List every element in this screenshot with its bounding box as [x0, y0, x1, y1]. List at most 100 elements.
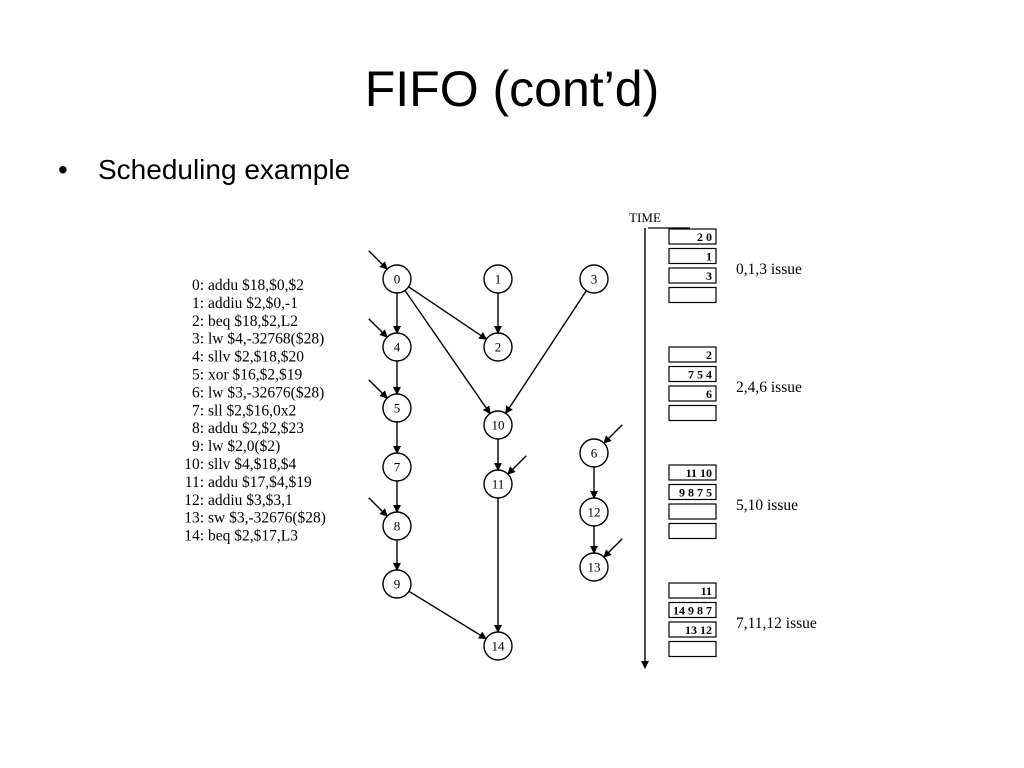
issue-group: 11 109 8 7 55,10 issue — [668, 464, 798, 540]
node-7: 7 — [382, 452, 412, 482]
edge-0-2 — [408, 286, 488, 340]
slot-text: 9 8 7 5 — [679, 486, 712, 500]
timeline: TIME 2 0 1 3 0,1,3 issue 2 7 5 4 6 2,4,6 issue 11… — [629, 210, 817, 669]
node-label: 14 — [492, 639, 506, 654]
slot-text: 13 12 — [685, 623, 712, 637]
issue-slot: 11 10 — [668, 464, 717, 481]
node-11: 11 — [483, 469, 513, 499]
edge-0-10 — [404, 290, 491, 415]
slot-text: 1 — [706, 250, 712, 264]
node-label: 9 — [394, 577, 401, 592]
instruction-line: 8: addu $2,$2,$23 — [192, 420, 304, 437]
issue-slot — [668, 522, 717, 540]
node-6: 6 — [579, 438, 609, 468]
issue-label: 2,4,6 issue — [736, 379, 802, 396]
node-label: 11 — [492, 477, 505, 492]
issue-slot: 2 — [668, 346, 717, 363]
instruction-line: 2: beq $18,$2,L2 — [192, 313, 298, 330]
bullet-dot-icon: • — [58, 154, 68, 185]
issue-slot: 3 — [668, 267, 717, 284]
instruction-number: 6: — [192, 384, 204, 401]
slot-text: 11 10 — [686, 466, 712, 480]
instruction-number: 12: — [184, 492, 204, 509]
bullet-text: Scheduling example — [98, 154, 351, 185]
issue-group: 2 0 1 3 0,1,3 issue — [668, 228, 802, 304]
incoming-arrow-4 — [368, 318, 388, 338]
bullet-item: • Scheduling example — [58, 154, 350, 186]
instruction-line: 5: xor $16,$2,$19 — [192, 367, 303, 384]
instruction-text: sw $3,-32676($28) — [208, 510, 326, 527]
instruction-number: 7: — [192, 402, 204, 419]
slot-text: 2 — [706, 348, 712, 362]
instruction-number: 1: — [192, 295, 204, 312]
instruction-number: 11: — [185, 474, 204, 491]
instruction-text: beq $2,$17,L3 — [208, 528, 298, 545]
slot-text: 3 — [706, 269, 712, 283]
node-label: 1 — [495, 272, 502, 287]
issue-slot: 7 5 4 — [668, 365, 717, 383]
node-12: 12 — [579, 497, 609, 527]
instruction-number: 4: — [192, 349, 204, 366]
instruction-line: 9: lw $2,0($2) — [192, 438, 280, 455]
node-label: 12 — [588, 505, 601, 520]
incoming-arrow-13 — [603, 538, 623, 558]
node-4: 4 — [382, 332, 412, 362]
node-8: 8 — [382, 511, 412, 541]
instruction-number: 14: — [184, 528, 204, 545]
instruction-number: 5: — [192, 367, 204, 384]
incoming-arrow-0 — [368, 250, 388, 270]
instruction-text: xor $16,$2,$19 — [208, 367, 303, 384]
slot-text: 6 — [706, 387, 712, 401]
slot-text: 2 0 — [697, 230, 712, 244]
instruction-text: lw $4,-32768($28) — [208, 331, 324, 348]
incoming-arrow-6 — [603, 424, 623, 444]
issue-slot — [668, 503, 717, 520]
instruction-number: 2: — [192, 313, 204, 330]
instruction-line: 13: sw $3,-32676($28) — [184, 510, 326, 527]
issue-slot: 11 — [668, 582, 717, 599]
issue-slot — [668, 640, 717, 658]
issue-slot: 6 — [668, 385, 717, 402]
issue-label: 0,1,3 issue — [736, 261, 802, 278]
node-label: 10 — [492, 418, 505, 433]
node-label: 5 — [394, 401, 401, 416]
time-label: TIME — [629, 210, 661, 225]
slot-text: 14 9 8 7 — [673, 604, 712, 618]
instruction-text: addiu $3,$3,1 — [208, 492, 293, 509]
instruction-text: sllv $2,$18,$20 — [208, 349, 304, 366]
instruction-number: 13: — [184, 510, 204, 527]
node-1: 1 — [483, 264, 513, 294]
edge-9-14 — [408, 590, 487, 640]
incoming-arrow-5 — [368, 379, 388, 399]
instruction-line: 4: sllv $2,$18,$20 — [192, 349, 304, 366]
instruction-number: 0: — [192, 277, 204, 294]
instruction-text: lw $2,0($2) — [208, 438, 280, 455]
slot-text: 7 5 4 — [688, 368, 712, 382]
slide-title: FIFO (cont’d) — [364, 61, 660, 117]
instruction-line: 10: sllv $4,$18,$4 — [184, 456, 296, 473]
node-label: 7 — [394, 460, 401, 475]
instruction-line: 6: lw $3,-32676($28) — [192, 384, 324, 401]
instruction-text: beq $18,$2,L2 — [208, 313, 298, 330]
issue-slot: 13 12 — [668, 621, 717, 638]
node-3: 3 — [579, 264, 609, 294]
instruction-text: lw $3,-32676($28) — [208, 384, 324, 401]
instruction-line: 1: addiu $2,$0,-1 — [192, 295, 298, 312]
issue-slot — [668, 286, 717, 304]
node-label: 4 — [394, 340, 401, 355]
node-2: 2 — [483, 332, 513, 362]
incoming-arrow-11 — [507, 455, 527, 475]
slot-text: 11 — [701, 584, 712, 598]
issue-slot: 9 8 7 5 — [668, 483, 717, 501]
dependency-edges — [368, 250, 623, 640]
instruction-text: addiu $2,$0,-1 — [208, 295, 298, 312]
edge-3-10 — [505, 290, 587, 415]
instruction-text: sllv $4,$18,$4 — [208, 456, 297, 473]
node-10: 10 — [483, 410, 513, 440]
instruction-line: 0: addu $18,$0,$2 — [192, 277, 304, 294]
instruction-number: 8: — [192, 420, 204, 437]
issue-slot: 1 — [668, 247, 717, 265]
issue-slot: 14 9 8 7 — [668, 601, 717, 619]
